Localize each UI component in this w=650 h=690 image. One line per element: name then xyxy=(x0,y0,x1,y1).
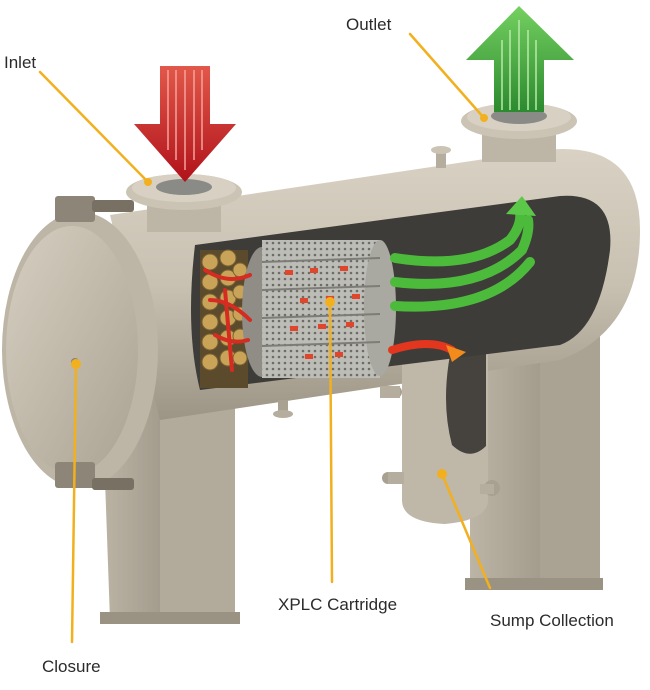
cartridge-leader xyxy=(328,300,334,584)
inlet-flow-arrow xyxy=(134,66,236,182)
inlet-nozzle xyxy=(126,174,242,232)
inlet-label: Inlet xyxy=(4,53,37,72)
sump-leader xyxy=(440,472,492,590)
inlet-tube-bundle xyxy=(200,249,248,388)
closure-leader xyxy=(70,362,78,644)
outlet-leader xyxy=(408,32,486,120)
sump-chamber xyxy=(380,340,500,524)
outlet-flow-arrow xyxy=(466,6,574,112)
closure-head xyxy=(2,196,158,490)
drain-nozzle xyxy=(273,400,293,418)
inlet-leader xyxy=(38,70,150,184)
red-flow-arrows xyxy=(203,268,252,372)
orange-flow-arrow xyxy=(388,340,466,362)
green-flow-arrows xyxy=(390,207,535,312)
cartridge-label: XPLC Cartridge xyxy=(278,595,398,614)
xplc-cartridge xyxy=(242,240,396,378)
closure-label: Closure xyxy=(42,657,101,676)
sump-label: Sump Collection xyxy=(490,611,614,630)
vent-nozzle xyxy=(431,146,451,168)
outlet-label: Outlet xyxy=(346,15,392,34)
green-flow-arrowhead xyxy=(506,196,536,216)
